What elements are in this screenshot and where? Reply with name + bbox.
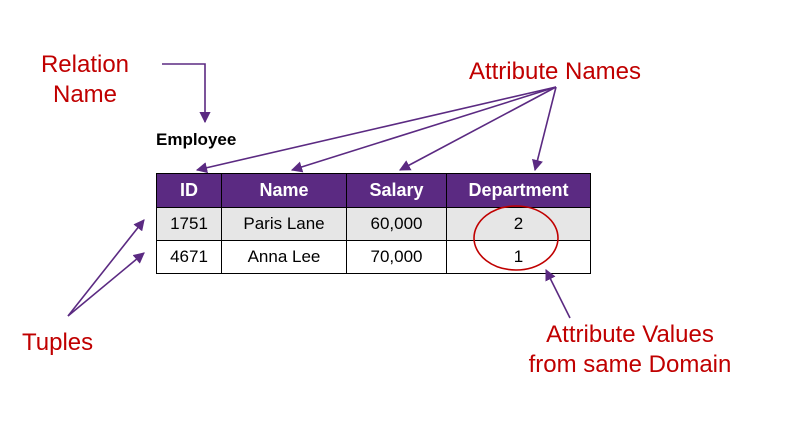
header-salary: Salary xyxy=(346,173,447,208)
attribute-names-label: Attribute Names xyxy=(468,58,642,85)
table-title: Employee xyxy=(156,130,237,149)
table-row: 1751 Paris Lane 60,000 2 xyxy=(156,207,591,241)
tuple-arrow-row-1 xyxy=(67,219,145,317)
tuple-arrow-row-2 xyxy=(67,252,145,317)
attribute-values-arrow xyxy=(545,268,571,319)
cell-name: Paris Lane xyxy=(221,207,347,241)
attribute-arrow-department xyxy=(532,86,557,172)
header-name: Name xyxy=(221,173,347,208)
header-row: ID Name Salary Department xyxy=(156,173,591,208)
header-id: ID xyxy=(156,173,222,208)
cell-id: 1751 xyxy=(156,207,222,241)
cell-name: Anna Lee xyxy=(221,240,347,274)
relation-name-line-2: Name xyxy=(52,81,118,108)
cell-department: 2 xyxy=(446,207,591,241)
attribute-arrow-id xyxy=(195,86,557,174)
attribute-values-line-1: Attribute Values xyxy=(546,321,714,348)
relation-name-arrow xyxy=(162,63,211,124)
cell-salary: 70,000 xyxy=(346,240,447,274)
relation-name-label: Relation Name xyxy=(20,50,150,110)
cell-salary: 60,000 xyxy=(346,207,447,241)
attribute-values-label: Attribute Values from same Domain xyxy=(495,320,765,380)
cell-department: 1 xyxy=(446,240,591,274)
relation-table: ID Name Salary Department 1751 Paris Lan… xyxy=(156,173,591,274)
attribute-arrow-name xyxy=(290,86,557,173)
attribute-values-line-2: from same Domain xyxy=(528,351,732,378)
relation-name-line-1: Relation xyxy=(40,51,130,78)
table-row: 4671 Anna Lee 70,000 1 xyxy=(156,240,591,274)
attribute-arrow-salary xyxy=(399,86,557,171)
cell-id: 4671 xyxy=(156,240,222,274)
tuples-label: Tuples xyxy=(22,329,94,356)
header-department: Department xyxy=(446,173,591,208)
